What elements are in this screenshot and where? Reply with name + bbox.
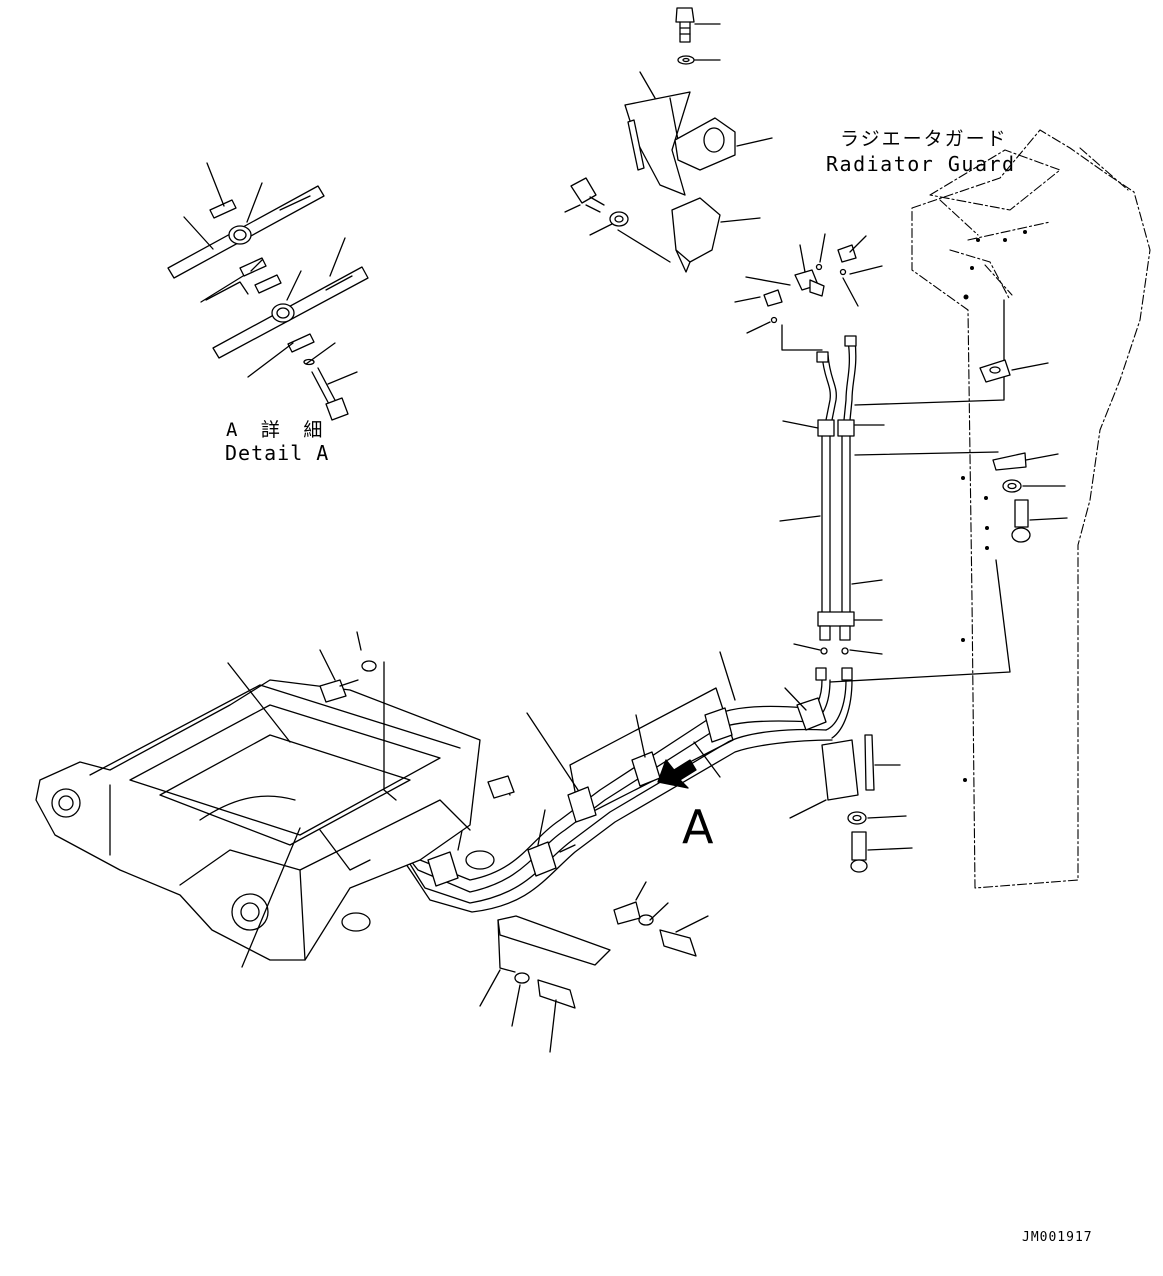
view-direction-label: A [682,800,714,854]
right-clamps [979,359,1068,543]
center-clips [479,775,709,1053]
detail-a-label-en: Detail A [225,441,330,465]
radiator-guard-label-jp: ラジエータガード [840,128,1008,150]
lower-right-bracket [789,734,913,873]
vertical-hoses [779,299,1011,683]
detail-a-label-jp: A 詳 細 [226,419,329,441]
detail-a-group [167,162,369,421]
lower-hose-run [285,651,853,913]
radiator-guard-holes [961,230,1027,782]
radiator-guard-outline [911,129,1151,889]
view-direction-arrow-icon [657,759,697,789]
radiator-guard-label-en: Radiator Guard [826,152,1016,176]
upper-fittings [734,233,883,351]
frame-structure [35,631,495,968]
top-bracket-assembly [564,7,773,273]
drawing-code: JM001917 [1022,1230,1093,1245]
